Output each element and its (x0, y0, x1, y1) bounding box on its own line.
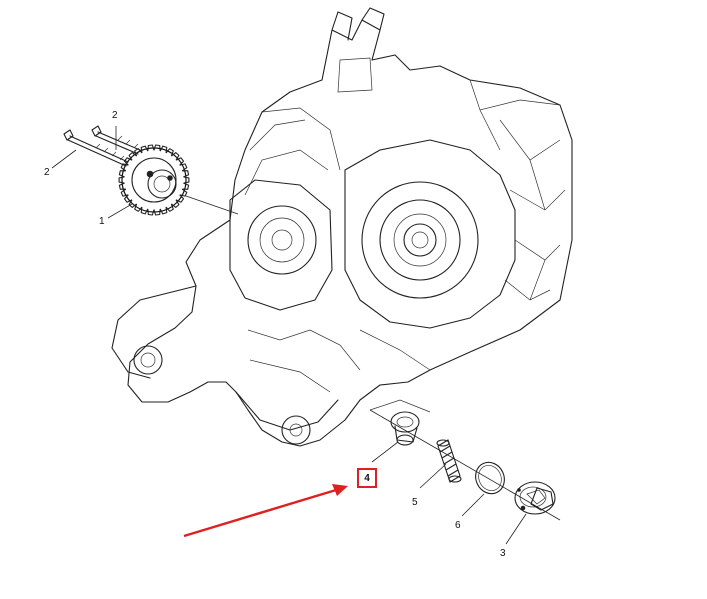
sprocket-tooth (159, 206, 168, 215)
sprocket-tooth (159, 145, 168, 154)
sprocket-tooth (134, 203, 143, 212)
sprocket-tooth (120, 188, 129, 197)
callout-6: 6 (455, 520, 461, 531)
sprocket-tooth (171, 152, 180, 161)
sprocket-tooth (179, 188, 188, 197)
strainer-plug-drawing (369, 409, 561, 521)
sprocket-tooth (147, 208, 155, 216)
callout-2-lower: 2 (44, 167, 50, 178)
sprocket-tooth (153, 144, 161, 152)
sprocket-tooth (182, 182, 190, 190)
sprocket-tooth (120, 163, 129, 172)
sprocket-tooth (118, 176, 125, 184)
sprocket-tooth (182, 170, 190, 178)
sprocket-tooth (175, 194, 185, 203)
sprocket-tooth (175, 157, 185, 166)
callout-1: 1 (99, 216, 105, 227)
crankcase-drawing (111, 7, 573, 447)
sprocket-tooth (118, 170, 126, 178)
sprocket-tooth (171, 199, 180, 208)
leader-lines (51, 126, 527, 545)
callout-4-highlight-box: 4 (357, 468, 377, 488)
callout-3: 3 (500, 548, 506, 559)
sprocket-tooth (147, 144, 155, 152)
sprocket-tooth (183, 176, 190, 184)
sprocket-tooth (179, 163, 188, 172)
cam-sprocket-drawing (63, 125, 239, 216)
red-pointer-arrow (183, 484, 348, 538)
callout-2-upper: 2 (112, 110, 118, 121)
callout-5: 5 (412, 497, 418, 508)
sprocket-tooth (128, 152, 137, 161)
callout-4: 4 (364, 472, 370, 484)
sprocket-tooth (140, 145, 149, 154)
sprocket-tooth (128, 199, 137, 208)
sprocket-tooth (140, 206, 149, 215)
sprocket-tooth (123, 194, 133, 203)
sprocket-tooth (118, 182, 126, 190)
sprocket-tooth (123, 157, 133, 166)
sprocket-tooth (153, 208, 161, 216)
sprocket-tooth (165, 203, 174, 212)
sprocket-tooth (165, 148, 174, 157)
